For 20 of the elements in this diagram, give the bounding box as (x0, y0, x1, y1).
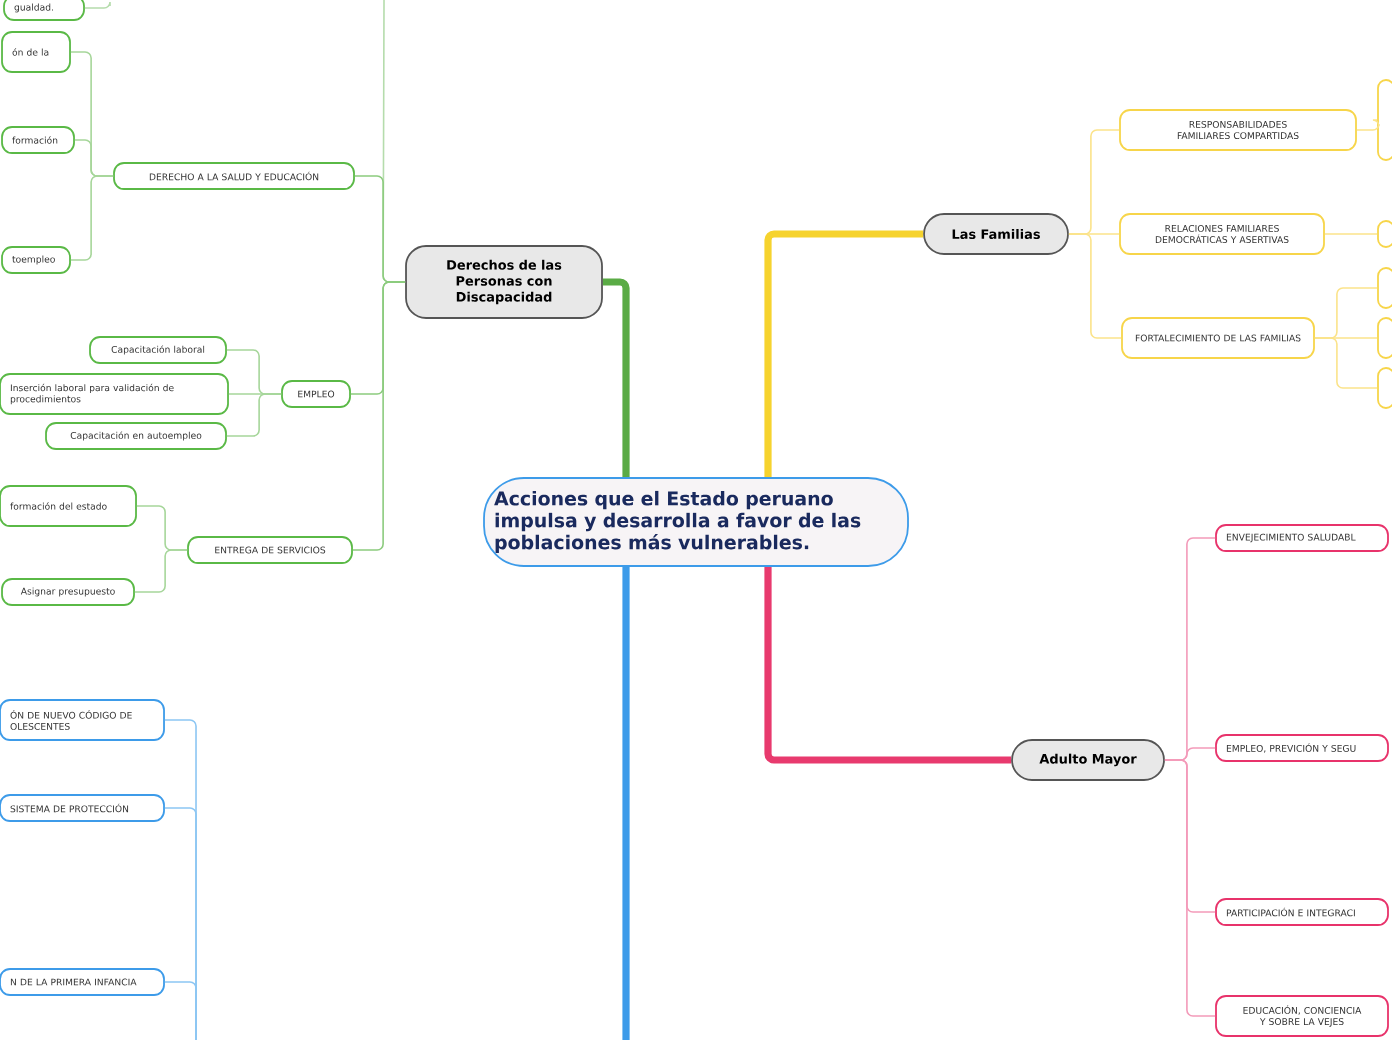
connector-line (134, 549, 188, 593)
connector-line (622, 566, 630, 1040)
main-topic-box: Acciones que el Estado peruano impulsa y desarrolla a favor de las poblaciones más vulnerables. (483, 477, 909, 567)
connector-line (602, 278, 630, 478)
connector-line (764, 230, 924, 478)
cut-off-box (1377, 220, 1392, 248)
connector-line (226, 393, 282, 437)
connector-line (1068, 233, 1122, 339)
cut-off-box (1377, 79, 1392, 161)
cut-off-box (1377, 267, 1392, 309)
connector-line (352, 281, 406, 551)
connector-line (1356, 119, 1380, 131)
connector-line (164, 981, 197, 1040)
connector-line (1324, 233, 1378, 235)
connector-line (1314, 337, 1378, 389)
cut-off-box (1377, 367, 1392, 409)
connector-line (764, 566, 1012, 764)
connector-line (1164, 759, 1216, 1017)
cut-off-box (1377, 317, 1392, 359)
connector-line (84, 1, 111, 9)
